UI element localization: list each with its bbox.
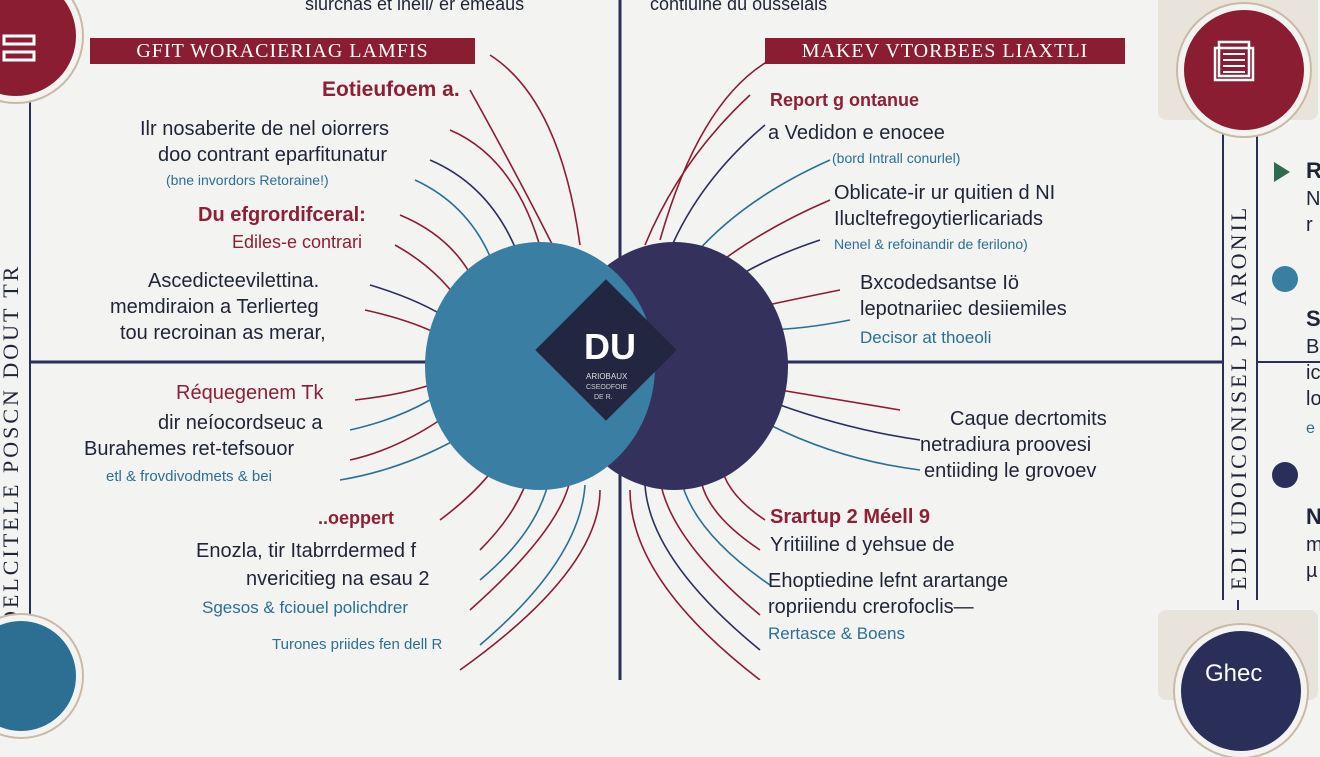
right-line-3a: Caque decrtomits [950,408,1107,430]
center-title: DU [584,326,636,367]
left-note-6: Sgesos & fciouel polichdrer [202,598,409,617]
far-right-item-2-sub4: e [1306,420,1315,437]
far-right-item-1-sub1: N [1306,188,1320,210]
left-note-5: etl & frovdivodmets & bei [106,468,272,485]
right-banner: MAKEV VTORBEES LIAXTLI [765,38,1125,64]
document-stack-icon [1213,40,1255,82]
far-right-item-3-sub1: m [1306,534,1320,556]
left-head-3: Ediles-e contrari [232,232,363,252]
center-line1: ARIOBAUX [586,372,628,381]
right-line-5b: ropriiendu crerofoclis— [768,596,974,618]
left-vertical-band [0,130,28,680]
right-note-1: Nenel & refoinandir de ferilono) [834,236,1028,252]
left-banner: GFIT WORACIERIAG LAMFIS [90,38,475,64]
left-line-1b: doo contrant eparfitunatur [158,144,388,166]
right-head-4: Srartup 2 Méell 9 [770,506,931,528]
right-note-2: Decisor at thoeoli [860,328,992,347]
teal-dot-icon [1272,266,1298,292]
right-line-1a: Oblicate-ir ur quitien d NI [834,182,1056,204]
left-line-4b: memdiraion a Terlierteg [110,296,319,318]
left-line-5a: dir neíocordseuc a [158,412,323,434]
desk-icon [2,34,36,62]
far-right-item-2-sub1: B [1306,336,1320,358]
left-head-1: Eotieufoem a. [322,78,460,101]
top-left-caption: slurchas et ineli/ er emeaus [305,0,525,14]
right-line-2a: Bxcodedsantse Iö [860,272,1019,294]
far-right-item-3-letter: N [1306,504,1320,529]
left-line-4c: tou recroinan as merar, [120,322,326,344]
right-line-1b: Ilucltefregoytierlicariads [834,208,1043,230]
far-right-item-3-sub2: µ [1306,560,1318,582]
left-note-7: Turones priides fen dell R [272,636,443,653]
left-head-2: Du efgrordifceral: [198,204,366,226]
right-line-3c: entiiding le grovoev [924,460,1097,482]
right-line-3b: netradiura proovesi [920,434,1092,456]
top-right-caption: contiuine du ousseiais [650,0,828,14]
top-right-medallion [1178,4,1310,136]
right-line-5a: Ehoptiedine lefnt arartange [768,570,1009,592]
right-line-2b: lepotnariiec desiiemiles [860,298,1067,320]
right-line-4a: Yritiiline d yehsue de [770,534,955,556]
right-head-0: Report g ontanue [770,90,919,110]
navy-dot-icon [1272,462,1298,488]
far-right-item-2-letter: S [1306,306,1320,331]
left-head-5: Réquegenem Tk [176,382,324,404]
left-line-6a: Enozla, tir Itabrrdermed f [196,540,417,562]
left-head-6: ..oeppert [318,508,395,528]
far-right-item-2-sub2: ic [1306,362,1320,384]
left-line-6b: nvericitieg na esau 2 [246,568,430,590]
center-line3: DE R. [594,394,613,401]
left-line-4a: Ascedicteevilettina. [148,270,320,292]
far-right-item-1-letter: R [1306,158,1320,183]
center-line2: CSEODFOIE [586,384,628,391]
far-right-item-2-sub3: lo [1306,388,1320,410]
left-line-5b: Burahemes ret-tefsouor [84,438,295,460]
far-right-item-1-sub2: r [1306,214,1313,236]
right-note-0: (bord Intrall conurlel) [832,150,961,166]
right-note-5: Rertasce & Boens [768,624,906,643]
triangle-marker-icon [1274,162,1290,182]
left-line-1a: Ilr nosaberite de nel oiorrers [140,118,390,140]
right-vertical-band [1222,130,1258,600]
right-line-0a: a Vedidon e enocee [768,122,945,144]
left-note-1: (bne invordors Retoraine!) [166,172,329,188]
